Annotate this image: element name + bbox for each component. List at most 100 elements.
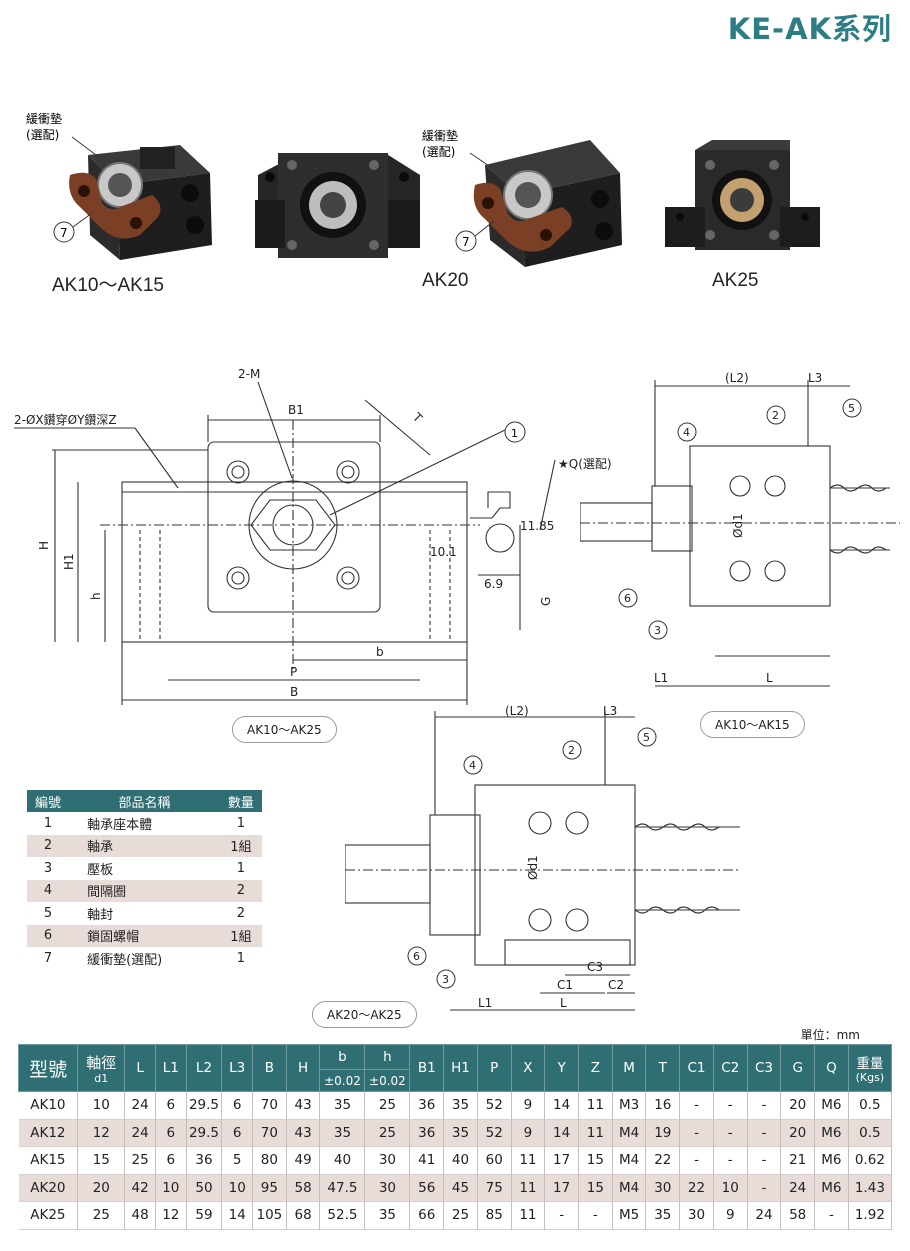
table-cell: 70 — [252, 1091, 287, 1119]
svg-text:H: H — [37, 541, 51, 550]
page-title: KE-AK系列 — [727, 12, 892, 46]
table-cell: M4 — [612, 1146, 647, 1174]
table-cell: 52.5 — [319, 1201, 366, 1229]
table-cell: 80 — [252, 1146, 287, 1174]
svg-text:緩衝墊: 緩衝墊 — [422, 129, 458, 143]
svg-text:L: L — [766, 671, 773, 685]
spec-header-row-tol: ±0.02 ±0.02 — [19, 1069, 892, 1092]
table-cell: 24 — [780, 1174, 816, 1202]
svg-text:6: 6 — [624, 592, 631, 605]
label-ak25: AK25 — [712, 270, 759, 291]
svg-text:Ød1: Ød1 — [731, 513, 745, 538]
table-cell: 40 — [319, 1146, 366, 1174]
table-cell: 24 — [124, 1119, 156, 1147]
table-cell: - — [747, 1119, 782, 1147]
table-cell: 85 — [477, 1201, 512, 1229]
table-cell: 1.92 — [848, 1201, 893, 1229]
svg-text:2: 2 — [772, 409, 779, 422]
table-cell: 30 — [364, 1174, 411, 1202]
product-image-ak25 — [665, 140, 820, 250]
table-cell: - — [747, 1174, 782, 1202]
svg-text:L3: L3 — [603, 705, 617, 718]
table-cell: 5 — [221, 1146, 254, 1174]
table-cell: M6 — [814, 1091, 849, 1119]
table-cell: 20 — [780, 1119, 816, 1147]
table-cell: 35 — [645, 1201, 681, 1229]
table-cell: - — [679, 1146, 714, 1174]
svg-text:(L2): (L2) — [725, 371, 749, 385]
table-cell: - — [679, 1119, 714, 1147]
svg-text:2: 2 — [568, 744, 575, 757]
caption-side-ak10-ak15: AK10～AK15 — [700, 711, 805, 738]
svg-text:(選配): (選配) — [422, 145, 455, 159]
table-cell: 95 — [252, 1174, 287, 1202]
svg-text:(L2): (L2) — [505, 705, 529, 718]
spec-header-model: 型號 — [17, 1044, 79, 1092]
table-cell: 19 — [645, 1119, 681, 1147]
table-cell: 30 — [364, 1146, 411, 1174]
table-cell: 36 — [409, 1091, 445, 1119]
parts-header-row: 編號 部品名稱 數量 — [27, 790, 262, 812]
table-cell: 14 — [544, 1091, 579, 1119]
svg-text:2-ØX鑽穿ØY鑽深Z: 2-ØX鑽穿ØY鑽深Z — [14, 412, 117, 427]
table-cell: 35 — [443, 1119, 478, 1147]
table-cell: 9 — [511, 1119, 546, 1147]
table-cell: 17 — [544, 1146, 579, 1174]
table-cell: 35 — [319, 1091, 366, 1119]
table-cell: - — [578, 1201, 613, 1229]
label-ak20: AK20 — [422, 270, 469, 291]
table-cell: 24 — [747, 1201, 782, 1229]
side-view-ak20-ak25: (L2) L3 L1 L Ød1 C1 C2 C3 2 4 5 6 3 — [345, 705, 740, 1011]
table-cell: 50 — [186, 1174, 223, 1202]
table-cell: 1.43 — [848, 1174, 893, 1202]
table-cell: 15 — [77, 1146, 126, 1174]
svg-text:7: 7 — [60, 226, 68, 240]
table-cell: 25 — [364, 1091, 411, 1119]
table-cell: 21 — [780, 1146, 816, 1174]
table-cell: 22 — [679, 1174, 714, 1202]
table-cell: 10 — [155, 1174, 187, 1202]
table-cell: - — [713, 1146, 748, 1174]
table-cell: 11 — [511, 1201, 546, 1229]
table-cell: 11 — [511, 1174, 546, 1202]
table-cell: 68 — [286, 1201, 321, 1229]
caption-side-ak20-ak25: AK20～AK25 — [312, 1001, 417, 1028]
label-ak10-ak15: AK10～AK15 — [52, 275, 164, 296]
table-cell: 41 — [409, 1146, 445, 1174]
table-cell: AK15 — [18, 1146, 79, 1174]
svg-text:(選配): (選配) — [26, 128, 59, 142]
table-cell: 42 — [124, 1174, 156, 1202]
table-cell: 29.5 — [186, 1119, 223, 1147]
svg-text:6.9: 6.9 — [484, 577, 503, 591]
table-cell: 70 — [252, 1119, 287, 1147]
table-cell: 10 — [221, 1174, 254, 1202]
table-cell: M3 — [612, 1091, 647, 1119]
table-cell: 14 — [544, 1119, 579, 1147]
table-cell: M6 — [814, 1119, 849, 1147]
svg-text:11.85: 11.85 — [520, 519, 554, 533]
svg-text:C2: C2 — [608, 978, 624, 992]
svg-text:Ød1: Ød1 — [526, 855, 540, 880]
table-cell: 15 — [578, 1146, 613, 1174]
svg-text:h: h — [89, 592, 103, 600]
svg-text:緩衝墊: 緩衝墊 — [26, 112, 62, 126]
table-cell: 35 — [443, 1091, 478, 1119]
svg-text:C3: C3 — [587, 960, 603, 974]
table-cell: 40 — [443, 1146, 478, 1174]
table-cell: 10 — [713, 1174, 748, 1202]
callout-cushion-1: 緩衝墊 (選配) 7 — [26, 112, 97, 243]
table-cell: AK25 — [18, 1201, 79, 1229]
table-cell: 6 — [155, 1119, 187, 1147]
table-cell: 45 — [443, 1174, 478, 1202]
table-cell: 43 — [286, 1091, 321, 1119]
table-cell: - — [544, 1201, 579, 1229]
table-cell: 6 — [155, 1091, 187, 1119]
